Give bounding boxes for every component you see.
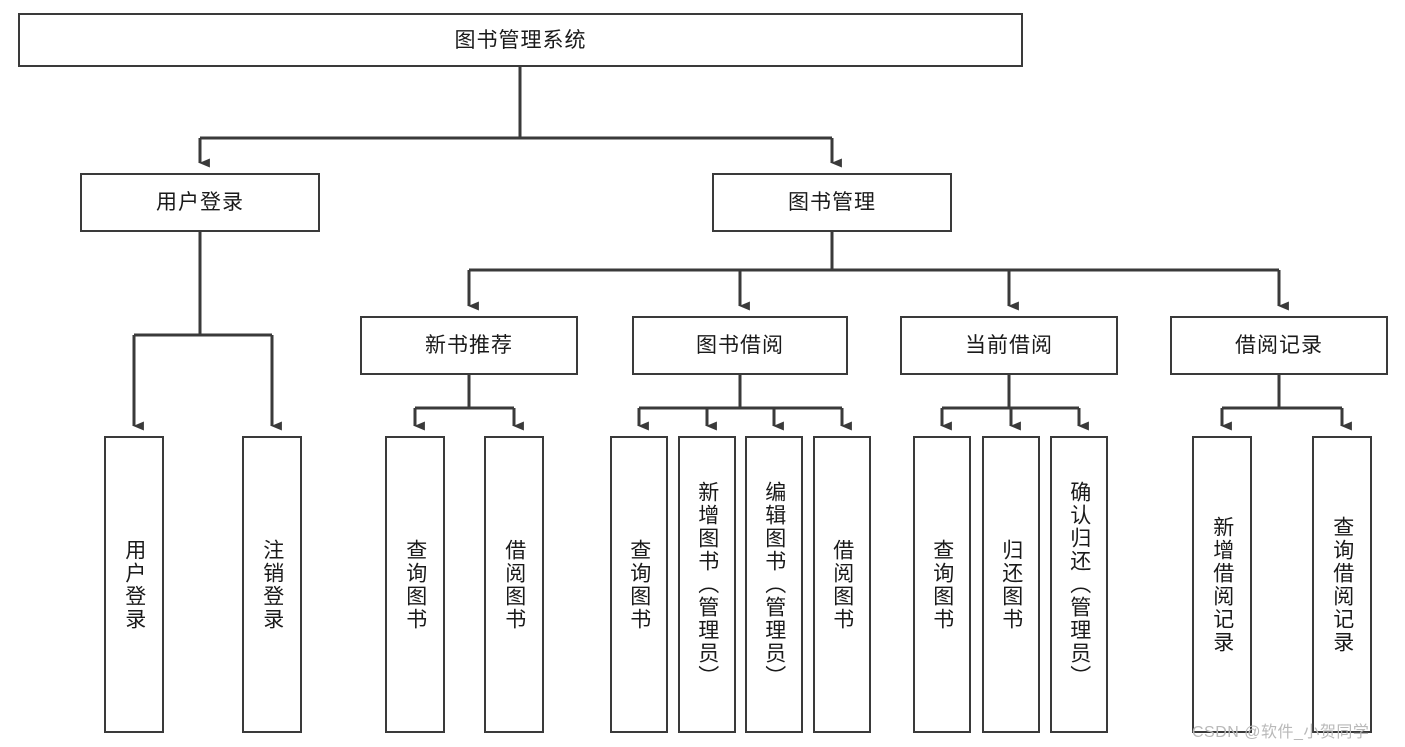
node-book-borrow[interactable]: 图书借阅: [632, 316, 848, 375]
node-leaf-add-record[interactable]: 新增借阅记录: [1192, 436, 1252, 733]
node-user-login[interactable]: 用户登录: [80, 173, 320, 232]
node-new-book-rec[interactable]: 新书推荐: [360, 316, 578, 375]
node-leaf-edit-book-label: 编辑图书（管理员）: [762, 481, 786, 688]
edges-borrowrecord-to-leaves: [1220, 375, 1352, 431]
node-root-label: 图书管理系统: [454, 28, 587, 52]
node-book-borrow-label: 图书借阅: [696, 334, 784, 357]
node-leaf-query-book-1-label: 查询图书: [403, 538, 427, 631]
node-leaf-borrow-book-1-label: 借阅图书: [502, 538, 526, 631]
edges-bookmanage-to-level3: [467, 232, 1289, 311]
node-user-login-label: 用户登录: [156, 191, 244, 214]
node-leaf-query-record-label: 查询借阅记录: [1330, 515, 1354, 654]
node-leaf-query-record[interactable]: 查询借阅记录: [1312, 436, 1372, 733]
node-leaf-confirm-return-label: 确认归还（管理员）: [1067, 481, 1091, 688]
edges-newbookrec-to-leaves: [413, 375, 524, 431]
edges-root-to-level2: [198, 67, 842, 168]
csdn-watermark: CSDN @软件_小贺同学: [1192, 724, 1370, 741]
node-leaf-query-book-3[interactable]: 查询图书: [913, 436, 971, 733]
node-leaf-user-login-label: 用户登录: [122, 538, 146, 631]
node-leaf-borrow-book-2-label: 借阅图书: [830, 538, 854, 631]
node-leaf-borrow-book-2[interactable]: 借阅图书: [813, 436, 871, 733]
node-leaf-return-book-label: 归还图书: [999, 538, 1023, 631]
node-leaf-query-book-2[interactable]: 查询图书: [610, 436, 668, 733]
node-leaf-user-login[interactable]: 用户登录: [104, 436, 164, 733]
node-borrow-record[interactable]: 借阅记录: [1170, 316, 1388, 375]
node-current-borrow-label: 当前借阅: [965, 334, 1053, 357]
node-borrow-record-label: 借阅记录: [1235, 334, 1323, 357]
node-leaf-return-book[interactable]: 归还图书: [982, 436, 1040, 733]
node-leaf-query-book-3-label: 查询图书: [930, 538, 954, 631]
node-book-manage-label: 图书管理: [788, 191, 876, 214]
node-leaf-add-book[interactable]: 新增图书（管理员）: [678, 436, 736, 733]
node-new-book-rec-label: 新书推荐: [425, 334, 513, 357]
node-leaf-borrow-book-1[interactable]: 借阅图书: [484, 436, 544, 733]
edges-currentborrow-to-leaves: [940, 375, 1089, 431]
node-leaf-query-book-1[interactable]: 查询图书: [385, 436, 445, 733]
node-leaf-add-record-label: 新增借阅记录: [1210, 515, 1234, 654]
node-leaf-query-book-2-label: 查询图书: [627, 538, 651, 631]
node-current-borrow[interactable]: 当前借阅: [900, 316, 1118, 375]
node-leaf-add-book-label: 新增图书（管理员）: [695, 481, 719, 688]
node-root[interactable]: 图书管理系统: [18, 13, 1023, 67]
node-book-manage[interactable]: 图书管理: [712, 173, 952, 232]
node-leaf-confirm-return[interactable]: 确认归还（管理员）: [1050, 436, 1108, 733]
edges-userlogin-to-leaves: [132, 232, 282, 431]
node-leaf-user-logout[interactable]: 注销登录: [242, 436, 302, 733]
edges-bookborrow-to-leaves: [637, 375, 852, 431]
node-leaf-edit-book[interactable]: 编辑图书（管理员）: [745, 436, 803, 733]
node-leaf-user-logout-label: 注销登录: [260, 538, 284, 631]
